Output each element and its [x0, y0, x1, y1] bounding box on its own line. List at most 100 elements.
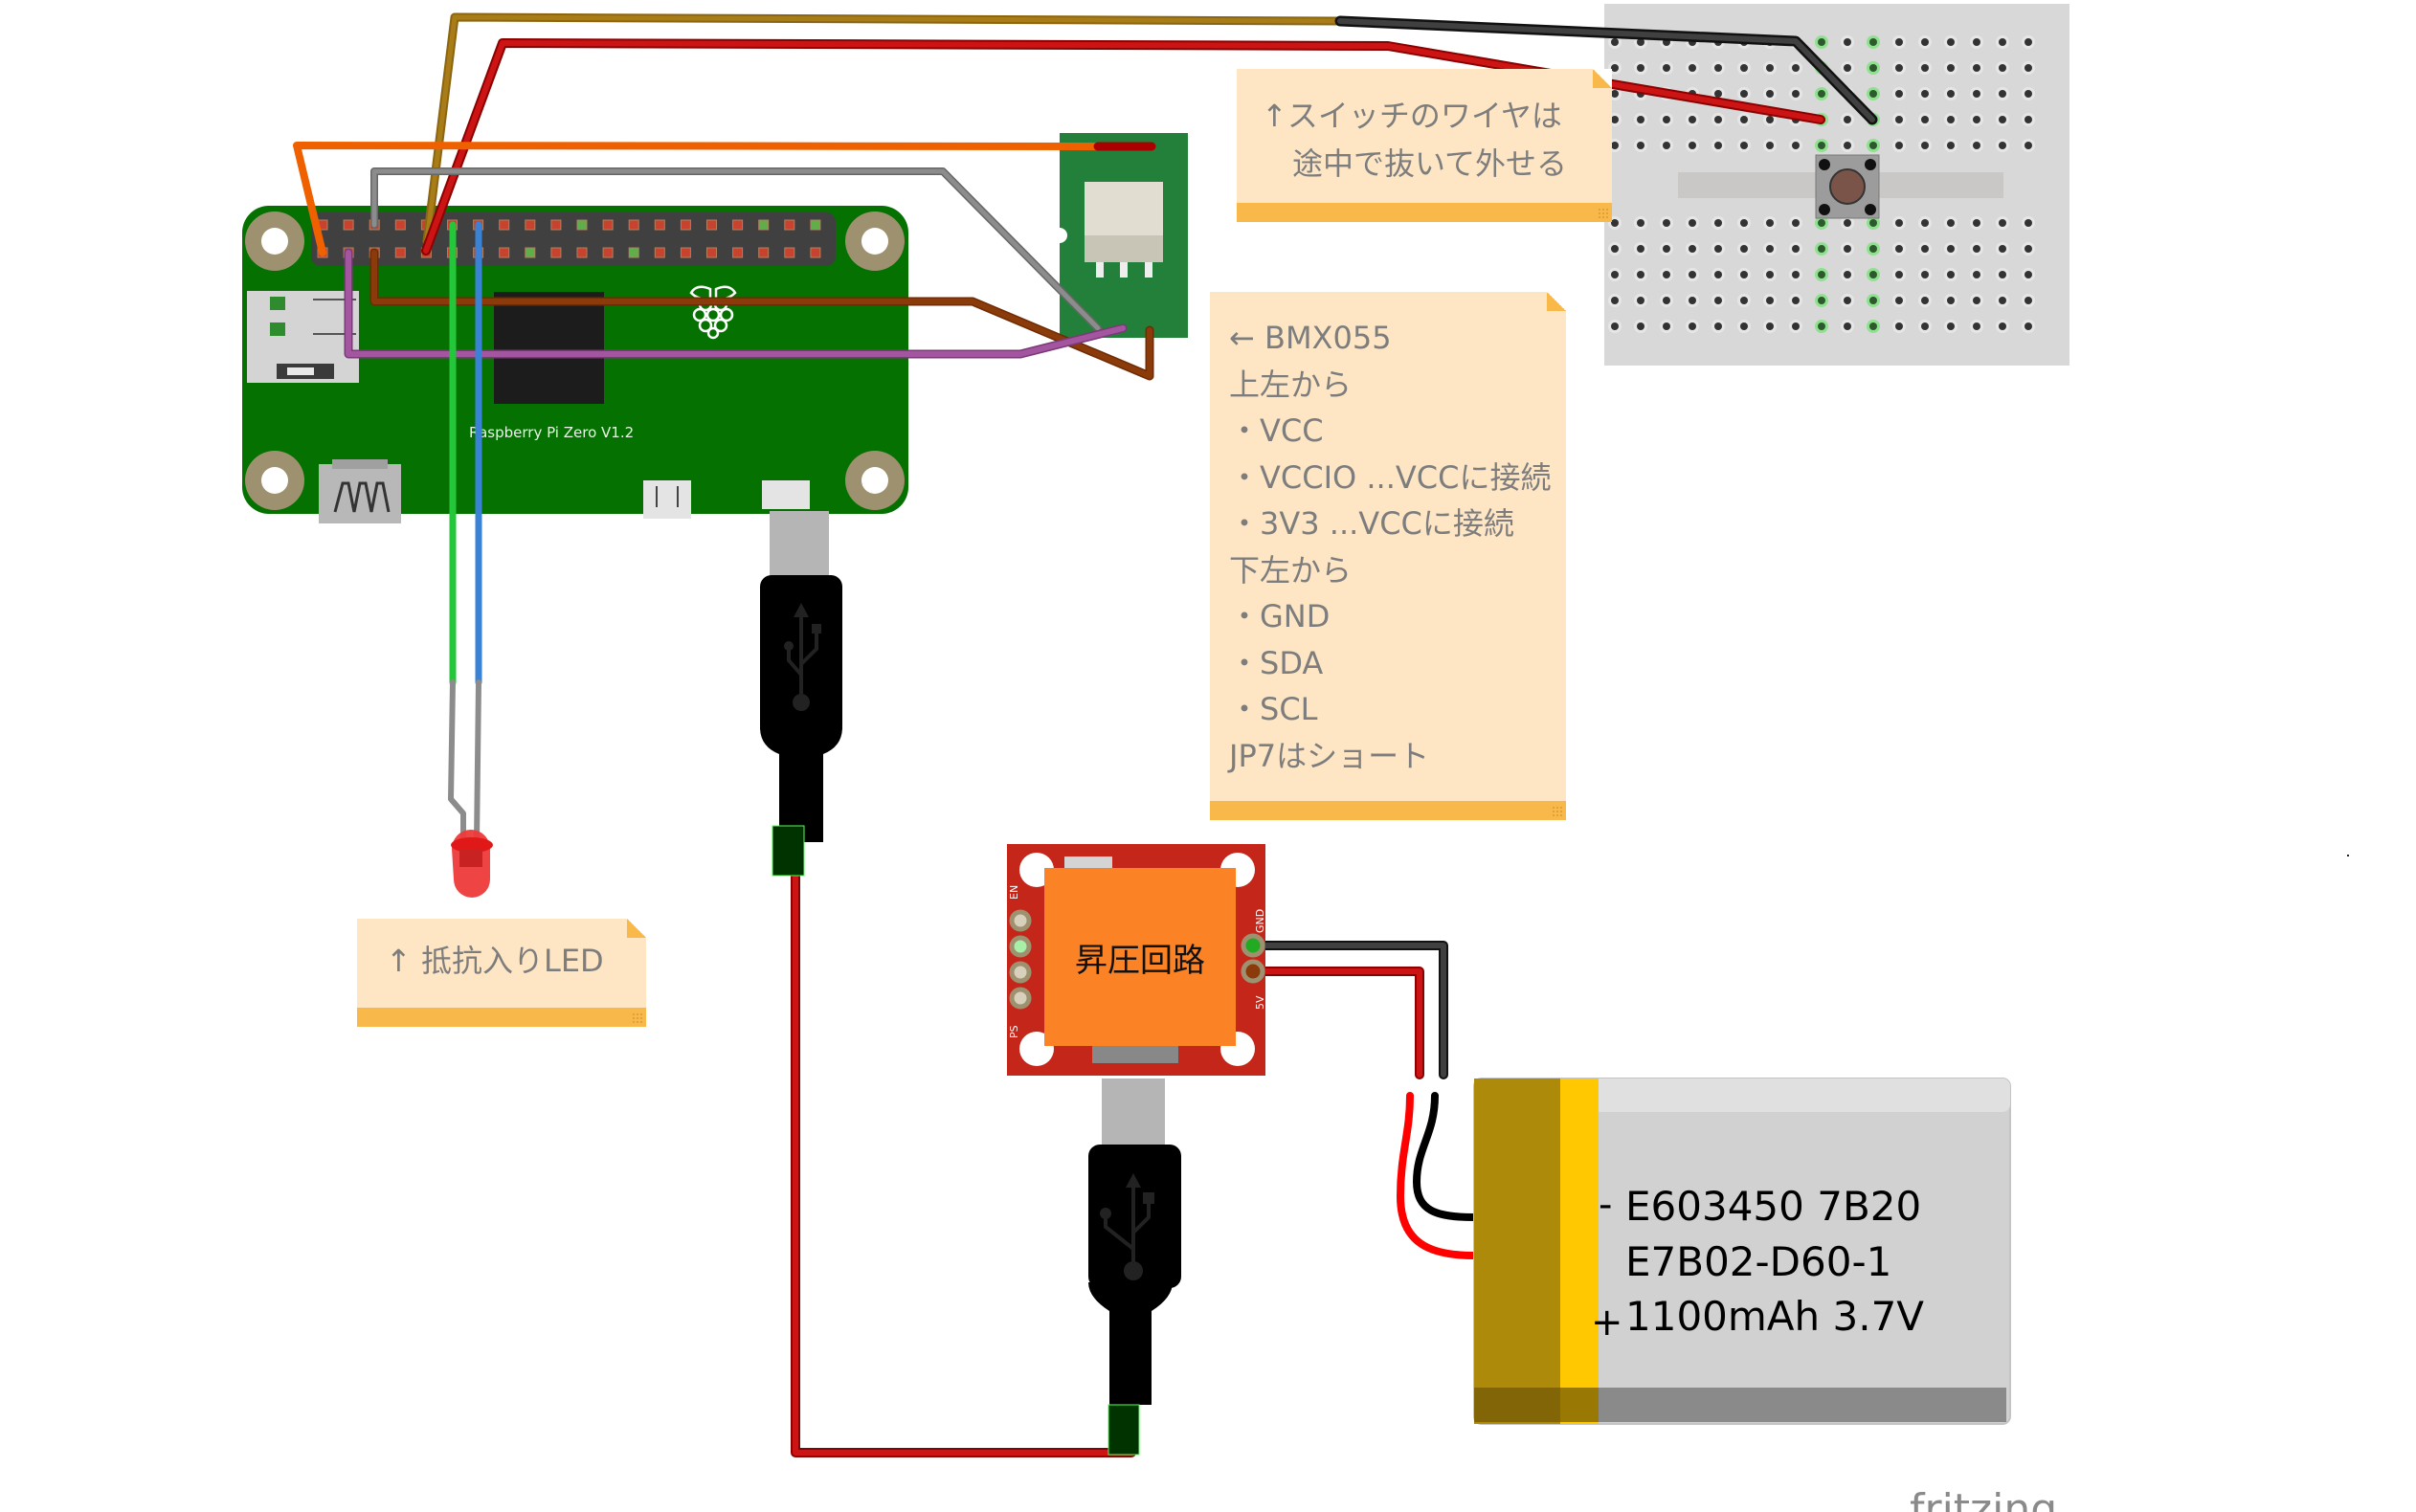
boost-converter-module[interactable]: EN PS GND 5V 昇圧回路 — [1007, 844, 1266, 1076]
breadboard-hole[interactable] — [1947, 245, 1955, 253]
breadboard-hole[interactable] — [1792, 297, 1800, 304]
wire-orange-vcc[interactable] — [293, 142, 1102, 256]
breadboard-hole[interactable] — [1663, 271, 1670, 278]
breadboard-hole[interactable] — [1947, 297, 1955, 304]
breadboard-hole[interactable] — [1689, 142, 1696, 149]
breadboard-hole[interactable] — [1766, 116, 1774, 123]
breadboard-hole[interactable] — [1947, 322, 1955, 330]
breadboard-hole[interactable] — [1611, 116, 1619, 123]
gpio-pin[interactable] — [499, 247, 510, 258]
breadboard-hole[interactable] — [1921, 38, 1929, 46]
mini-hdmi-port[interactable] — [319, 459, 401, 523]
breadboard-hole[interactable] — [1947, 142, 1955, 149]
breadboard-hole[interactable] — [1740, 64, 1748, 72]
breadboard-hole[interactable] — [1869, 245, 1877, 253]
breadboard[interactable] — [1604, 4, 2069, 366]
gpio-pin[interactable] — [576, 247, 588, 258]
pin-gnd[interactable] — [1241, 933, 1265, 958]
breadboard-hole[interactable] — [1637, 38, 1644, 46]
breadboard-hole[interactable] — [1663, 116, 1670, 123]
breadboard-hole[interactable] — [1792, 271, 1800, 278]
gpio-pin[interactable] — [499, 219, 510, 231]
breadboard-hole[interactable] — [1689, 297, 1696, 304]
breadboard-hole[interactable] — [1792, 90, 1800, 98]
breadboard-hole[interactable] — [1973, 297, 1980, 304]
breadboard-hole[interactable] — [1689, 245, 1696, 253]
breadboard-hole[interactable] — [1973, 116, 1980, 123]
gpio-pin[interactable] — [628, 219, 639, 231]
breadboard-hole[interactable] — [1869, 219, 1877, 227]
breadboard-hole[interactable] — [2025, 64, 2032, 72]
breadboard-hole[interactable] — [1947, 271, 1955, 278]
breadboard-hole[interactable] — [1895, 245, 1903, 253]
gpio-pin[interactable] — [576, 219, 588, 231]
breadboard-hole[interactable] — [1714, 219, 1722, 227]
breadboard-hole[interactable] — [1895, 271, 1903, 278]
breadboard-hole[interactable] — [1869, 38, 1877, 46]
breadboard-hole[interactable] — [1844, 64, 1851, 72]
breadboard-hole[interactable] — [1740, 90, 1748, 98]
breadboard-hole[interactable] — [1895, 116, 1903, 123]
gpio-pin[interactable] — [784, 219, 795, 231]
breadboard-hole[interactable] — [1999, 245, 2006, 253]
boost-pin[interactable] — [1009, 961, 1032, 984]
breadboard-hole[interactable] — [1740, 271, 1748, 278]
breadboard-hole[interactable] — [1663, 297, 1670, 304]
breadboard-hole[interactable] — [1637, 322, 1644, 330]
pin-5v[interactable] — [1241, 959, 1265, 984]
breadboard-hole[interactable] — [1921, 271, 1929, 278]
breadboard-hole[interactable] — [1818, 219, 1825, 227]
breadboard-hole[interactable] — [2025, 90, 2032, 98]
gpio-pin[interactable] — [602, 219, 614, 231]
breadboard-hole[interactable] — [2025, 245, 2032, 253]
breadboard-hole[interactable] — [1973, 245, 1980, 253]
breadboard-hole[interactable] — [2025, 271, 2032, 278]
breadboard-hole[interactable] — [1792, 219, 1800, 227]
micro-usb-port-otg[interactable] — [643, 480, 691, 519]
breadboard-hole[interactable] — [1792, 64, 1800, 72]
breadboard-hole[interactable] — [2025, 322, 2032, 330]
breadboard-hole[interactable] — [1973, 90, 1980, 98]
red-led[interactable] — [451, 830, 493, 898]
gpio-pin[interactable] — [680, 219, 691, 231]
breadboard-hole[interactable] — [1792, 322, 1800, 330]
breadboard-hole[interactable] — [1869, 90, 1877, 98]
breadboard-hole[interactable] — [1818, 142, 1825, 149]
gpio-pin[interactable] — [758, 247, 770, 258]
resize-grip-icon[interactable] — [1598, 208, 1609, 219]
breadboard-hole[interactable] — [1792, 245, 1800, 253]
breadboard-hole[interactable] — [1818, 322, 1825, 330]
breadboard-hole[interactable] — [1637, 297, 1644, 304]
breadboard-hole[interactable] — [1947, 38, 1955, 46]
breadboard-hole[interactable] — [1921, 90, 1929, 98]
breadboard-hole[interactable] — [1637, 64, 1644, 72]
breadboard-hole[interactable] — [1999, 219, 2006, 227]
breadboard-hole[interactable] — [1611, 271, 1619, 278]
breadboard-hole[interactable] — [1844, 38, 1851, 46]
breadboard-hole[interactable] — [1973, 322, 1980, 330]
breadboard-hole[interactable] — [1921, 64, 1929, 72]
boost-pin[interactable] — [1009, 909, 1032, 932]
breadboard-hole[interactable] — [1921, 322, 1929, 330]
gpio-pin[interactable] — [784, 247, 795, 258]
breadboard-hole[interactable] — [1895, 38, 1903, 46]
breadboard-hole[interactable] — [1766, 271, 1774, 278]
breadboard-hole[interactable] — [1947, 116, 1955, 123]
breadboard-hole[interactable] — [1637, 116, 1644, 123]
breadboard-hole[interactable] — [1818, 90, 1825, 98]
breadboard-hole[interactable] — [1637, 142, 1644, 149]
breadboard-hole[interactable] — [1921, 116, 1929, 123]
breadboard-hole[interactable] — [1740, 116, 1748, 123]
breadboard-hole[interactable] — [1895, 219, 1903, 227]
breadboard-hole[interactable] — [1714, 322, 1722, 330]
breadboard-hole[interactable] — [1740, 322, 1748, 330]
gpio-pin[interactable] — [732, 247, 744, 258]
gpio-pin[interactable] — [680, 247, 691, 258]
gpio-pin[interactable] — [343, 219, 354, 231]
breadboard-hole[interactable] — [1611, 245, 1619, 253]
gpio-pin[interactable] — [732, 219, 744, 231]
breadboard-hole[interactable] — [1714, 116, 1722, 123]
breadboard-hole[interactable] — [1611, 38, 1619, 46]
breadboard-hole[interactable] — [1973, 64, 1980, 72]
breadboard-hole[interactable] — [1844, 271, 1851, 278]
